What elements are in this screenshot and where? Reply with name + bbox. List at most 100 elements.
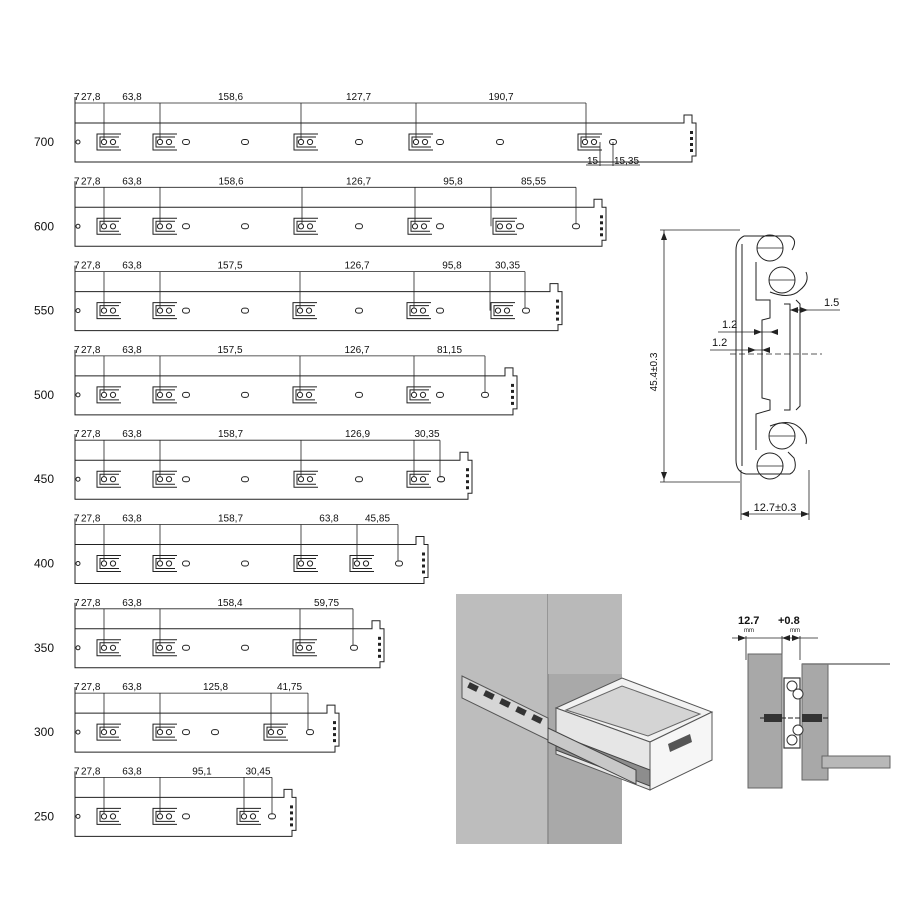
dim-label: 15 (587, 156, 599, 167)
mounting-bracket (406, 470, 431, 488)
mounting-slot (241, 391, 249, 398)
notch-mark (690, 137, 693, 140)
notch-mark (466, 486, 469, 490)
dim-label: 27,8 (81, 429, 101, 440)
rail-length-label: 450 (34, 472, 54, 486)
dim-label: 126,7 (346, 176, 371, 187)
dim-label: 158,6 (218, 92, 243, 103)
rail-length-label: 600 (34, 219, 54, 233)
dim-label: 45,85 (365, 514, 390, 525)
rail-length-label: 350 (34, 641, 54, 655)
mounting-slot (355, 307, 363, 314)
notch-mark (511, 395, 514, 399)
rail-length-label: 500 (34, 388, 54, 402)
mounting-slot (355, 139, 363, 145)
mounting-bracket (96, 386, 121, 404)
dim-label: 63,8 (319, 514, 339, 525)
dim-label: 7 (74, 514, 80, 525)
mounting-bracket (490, 302, 515, 320)
notch-mark (556, 305, 559, 309)
mounting-slot (182, 223, 190, 230)
mounting-bracket (406, 386, 431, 404)
mounting-bracket (292, 302, 317, 320)
mounting-bracket (152, 639, 177, 657)
mounting-bracket (408, 133, 433, 151)
mounting-slot (436, 139, 444, 145)
dim-label: 41,75 (277, 682, 302, 693)
dim-label: 63,8 (122, 429, 142, 440)
mounting-bracket (293, 133, 318, 151)
dim-label: 81,15 (437, 345, 462, 356)
dim-label: 27,8 (81, 92, 101, 103)
dim-label: 158,6 (218, 176, 243, 187)
dim-label: 85,55 (521, 176, 546, 187)
mounting-bracket (152, 302, 177, 320)
mounting-dim-right: +0.8 (778, 615, 800, 627)
dim-label: 7 (74, 598, 80, 609)
dim-label: 27,8 (81, 766, 101, 777)
mounting-slot (241, 139, 249, 145)
dim-label: 7 (74, 345, 80, 356)
notch-mark (466, 480, 469, 484)
notch-mark (422, 570, 425, 574)
notch-mark (378, 642, 381, 646)
mounting-slot (241, 476, 249, 483)
profile-dim-1-2-lower: 1.2 (712, 337, 727, 349)
mounting-slot (436, 307, 444, 314)
mounting-slot (211, 729, 219, 736)
mounting-slot (241, 560, 249, 567)
notch-mark (290, 805, 293, 809)
dim-label: 7 (74, 261, 80, 272)
mounting-bracket (96, 217, 121, 235)
mounting-bracket (96, 807, 121, 825)
mounting-unit-left: mm (744, 628, 754, 634)
mounting-bracket (292, 639, 317, 657)
mounting-slot (182, 560, 190, 567)
notch-mark (466, 474, 469, 478)
profile-height-label: 45.4±0.3 (649, 352, 660, 391)
mounting-detail-drawing: 12.7 mm +0.8 mm (732, 615, 891, 789)
rail-length-label: 550 (34, 304, 54, 318)
mounting-bracket (96, 302, 121, 320)
notch-mark (600, 215, 603, 219)
mounting-bracket (263, 723, 288, 741)
mounting-bracket (236, 807, 261, 825)
mounting-unit-right: mm (790, 628, 800, 634)
dim-label: 27,8 (81, 598, 101, 609)
mounting-bracket (293, 470, 318, 488)
dim-label: 63,8 (122, 261, 142, 272)
notch-mark (600, 233, 603, 237)
notch-mark (690, 131, 693, 134)
notch-mark (333, 721, 336, 725)
dim-label: 63,8 (122, 766, 142, 777)
dim-label: 190,7 (488, 92, 513, 103)
mounting-bracket (293, 217, 318, 235)
mounting-bracket (349, 555, 374, 572)
mounting-bracket (292, 386, 317, 404)
mounting-slot (182, 307, 190, 314)
mounting-bracket (96, 723, 121, 741)
notch-mark (556, 311, 559, 315)
notch-mark (600, 221, 603, 225)
notch-mark (511, 389, 514, 393)
mounting-bracket (152, 386, 177, 404)
mounting-bracket (96, 133, 121, 151)
mounting-bracket (96, 639, 121, 657)
notch-mark (333, 733, 336, 737)
profile-width-label: 12.7±0.3 (754, 502, 797, 514)
mounting-bracket (96, 555, 121, 572)
dim-label: 63,8 (122, 514, 142, 525)
mounting-bracket (152, 133, 177, 151)
rail-length-label: 300 (34, 725, 54, 739)
dim-label: 157,5 (217, 261, 242, 272)
notch-mark (690, 149, 693, 152)
dim-label: 59,75 (314, 598, 339, 609)
mounting-slot (516, 223, 524, 230)
